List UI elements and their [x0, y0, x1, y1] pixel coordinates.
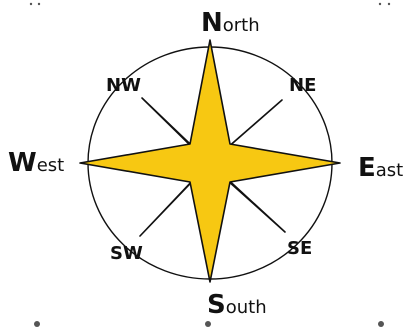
north-initial: N — [201, 8, 223, 38]
east-initial: E — [358, 153, 376, 183]
corner-mark-bottom-right — [378, 321, 384, 327]
corner-mark-top-left-2 — [38, 3, 40, 5]
corner-mark-bottom-center — [205, 321, 211, 327]
north-rest: orth — [223, 15, 260, 36]
label-sw: SW — [110, 243, 143, 264]
corner-mark-top-right — [379, 3, 381, 5]
label-west: West — [8, 148, 64, 178]
west-rest: est — [37, 155, 65, 176]
south-initial: S — [207, 290, 226, 320]
south-rest: outh — [226, 297, 267, 318]
east-rest: ast — [376, 160, 403, 181]
corner-mark-top-left — [30, 3, 32, 5]
label-north: North — [201, 8, 260, 38]
label-nw: NW — [106, 75, 141, 96]
west-initial: W — [8, 148, 37, 178]
label-south: South — [207, 290, 267, 320]
corner-mark-bottom-left — [34, 321, 40, 327]
corner-mark-top-right-2 — [388, 3, 390, 5]
label-ne: NE — [289, 75, 316, 96]
label-se: SE — [287, 238, 312, 259]
label-east: East — [358, 153, 403, 183]
